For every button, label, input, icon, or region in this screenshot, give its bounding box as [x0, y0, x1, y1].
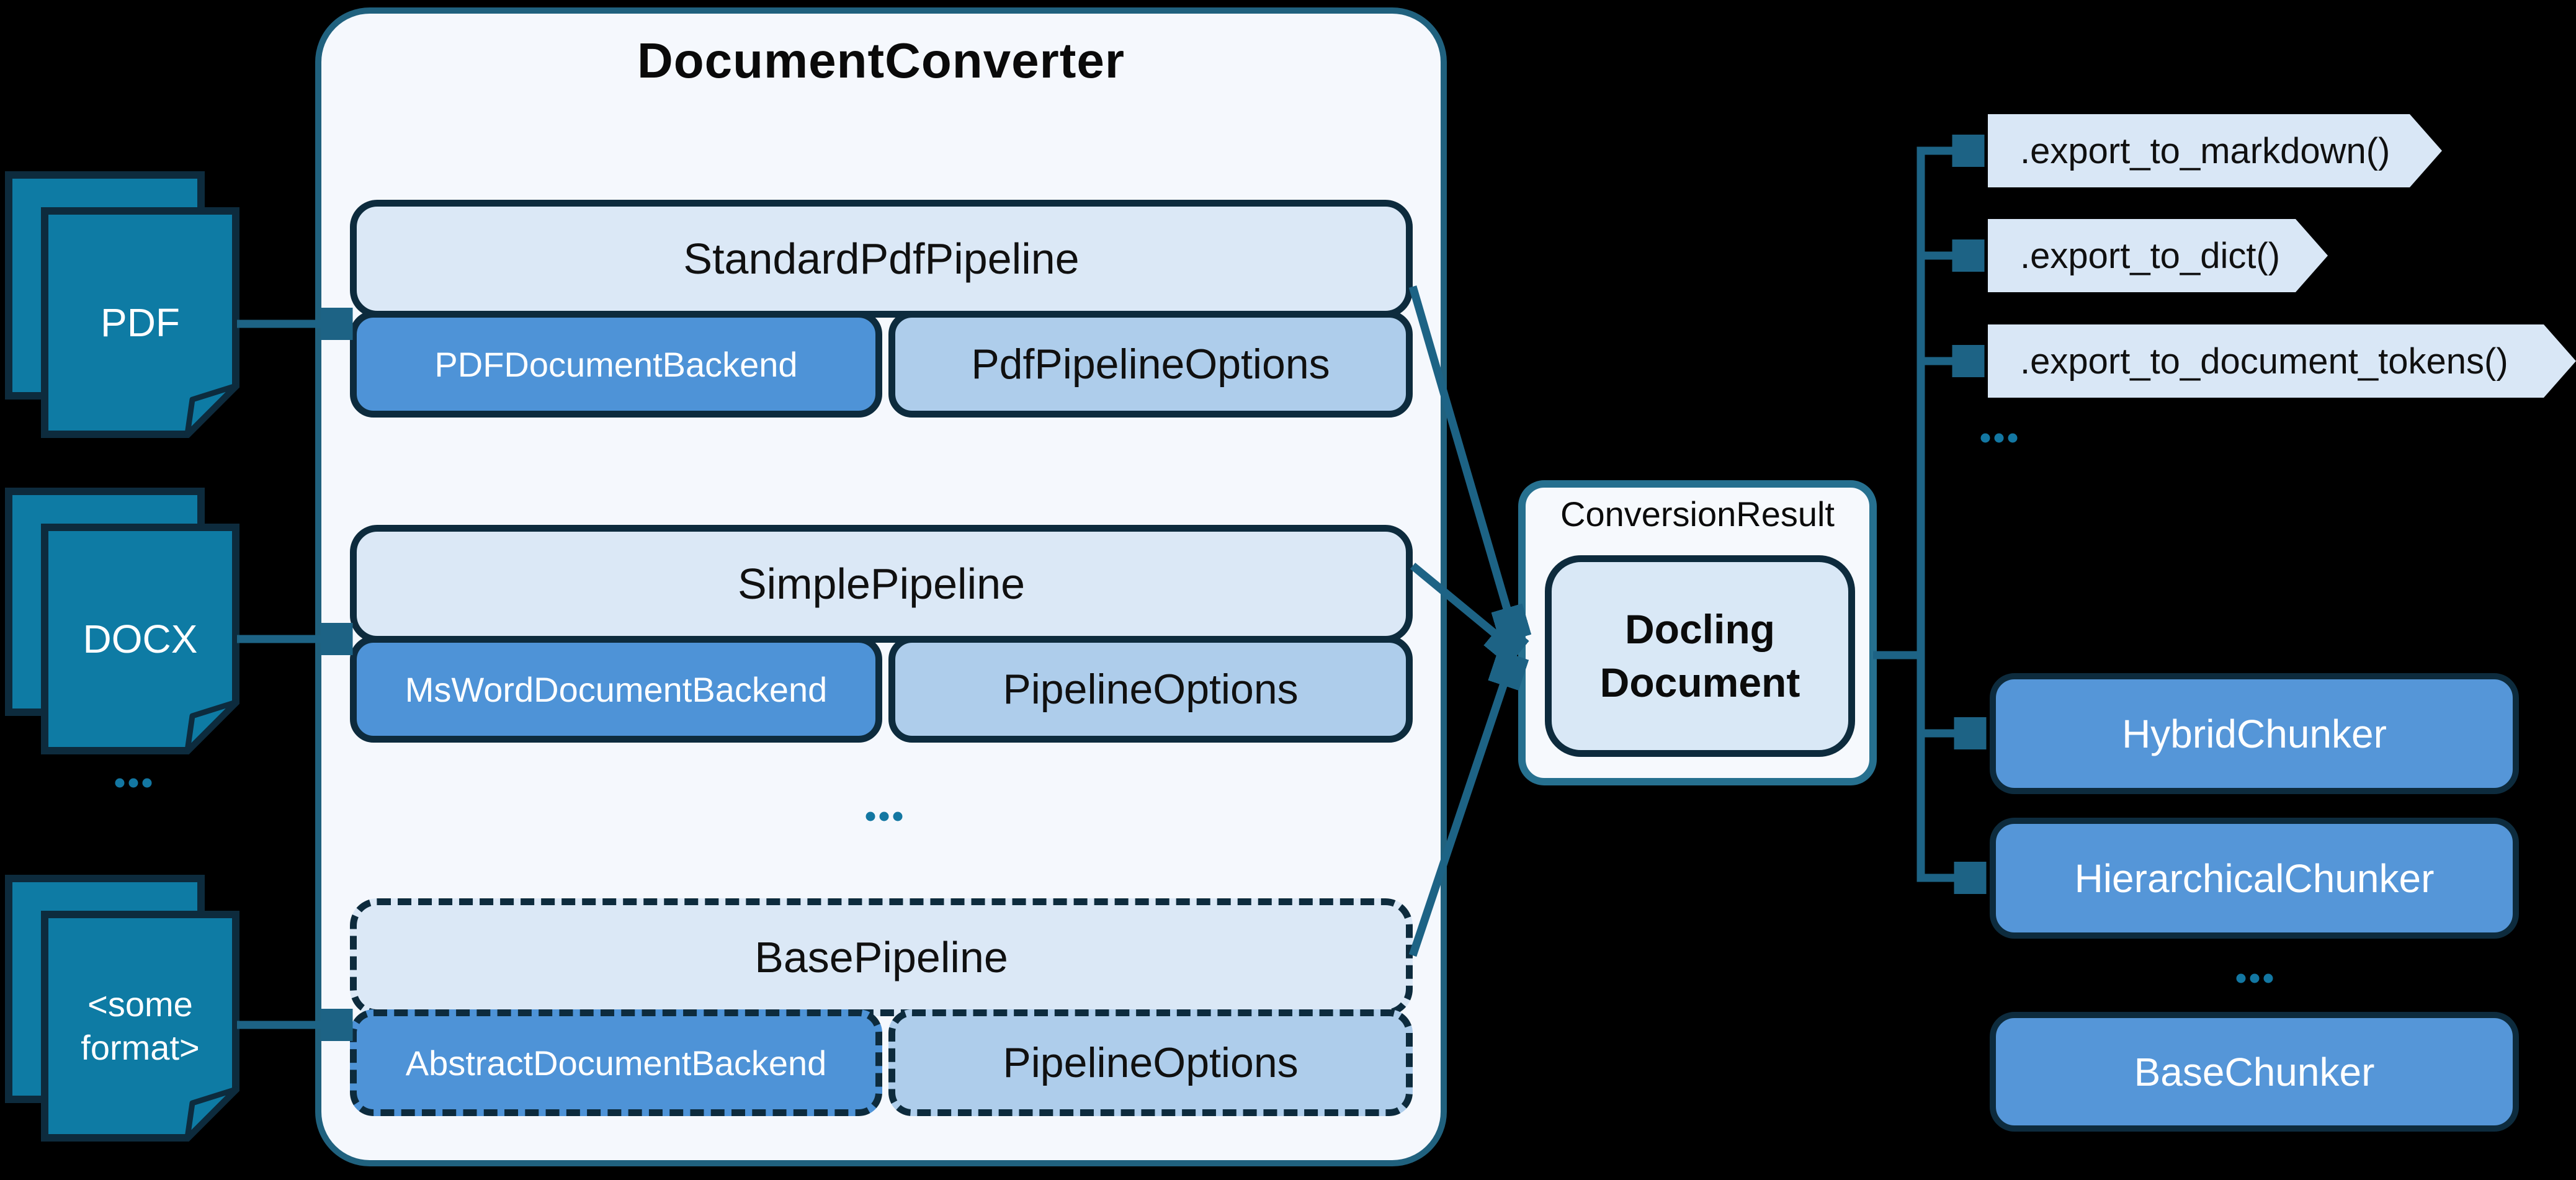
pdf-document-icon: PDF	[2, 169, 241, 439]
docx-document-icon: DOCX	[2, 485, 241, 756]
base-chunker-box: BaseChunker	[1990, 1012, 2519, 1132]
input-label-pdf: PDF	[101, 300, 180, 345]
options-base-pipeline: PipelineOptions	[888, 1009, 1413, 1116]
export-to-markdown-tag: .export_to_markdown()	[1988, 114, 2442, 187]
dot	[893, 811, 903, 821]
input-label-docx: DOCX	[83, 617, 198, 661]
hierarchical-chunker-box: HierarchicalChunker	[1990, 818, 2519, 939]
dot	[1994, 433, 2004, 443]
stacked-pages-icon	[5, 488, 239, 754]
export-to-document-tokens-tag: .export_to_document_tokens()	[1988, 324, 2576, 398]
dot	[2263, 973, 2273, 983]
fanout-trunk-line	[1916, 146, 1948, 882]
conversion-result-label: ConversionResult	[1560, 494, 1835, 534]
stacked-pages-icon	[5, 171, 239, 438]
backend-pdf-document: PDFDocumentBackend	[350, 311, 882, 418]
pipelines-ellipsis	[865, 811, 903, 821]
dot	[115, 778, 125, 788]
stacked-pages-icon	[5, 875, 239, 1142]
dot	[142, 778, 152, 788]
docling-document-box: Docling Document	[1545, 555, 1855, 757]
some-format-document-icon: <some format>	[2, 872, 241, 1143]
hybrid-chunker-box: HybridChunker	[1990, 673, 2519, 794]
dot	[2008, 433, 2018, 443]
inputs-ellipsis	[115, 778, 152, 788]
pipeline-base: BasePipeline	[350, 898, 1413, 1016]
input-label-some-format: <some format>	[81, 985, 200, 1067]
backend-abstract-document: AbstractDocumentBackend	[350, 1009, 882, 1116]
dot	[128, 778, 138, 788]
exports-ellipsis	[1980, 433, 2018, 443]
backend-msword-document: MsWordDocumentBackend	[350, 636, 882, 743]
pipeline-standard-pdf: StandardPdfPipeline	[350, 200, 1413, 318]
dot	[2236, 973, 2246, 983]
dot	[879, 811, 889, 821]
options-pdf-pipeline: PdfPipelineOptions	[888, 311, 1413, 418]
dot	[1980, 433, 1990, 443]
pipeline-simple: SimplePipeline	[350, 525, 1413, 643]
dot	[2250, 973, 2260, 983]
chunkers-ellipsis	[2236, 973, 2273, 983]
dot	[865, 811, 875, 821]
export-to-dict-tag: .export_to_dict()	[1988, 219, 2328, 292]
document-converter-title: DocumentConverter	[637, 33, 1125, 88]
options-pipeline: PipelineOptions	[888, 636, 1413, 743]
